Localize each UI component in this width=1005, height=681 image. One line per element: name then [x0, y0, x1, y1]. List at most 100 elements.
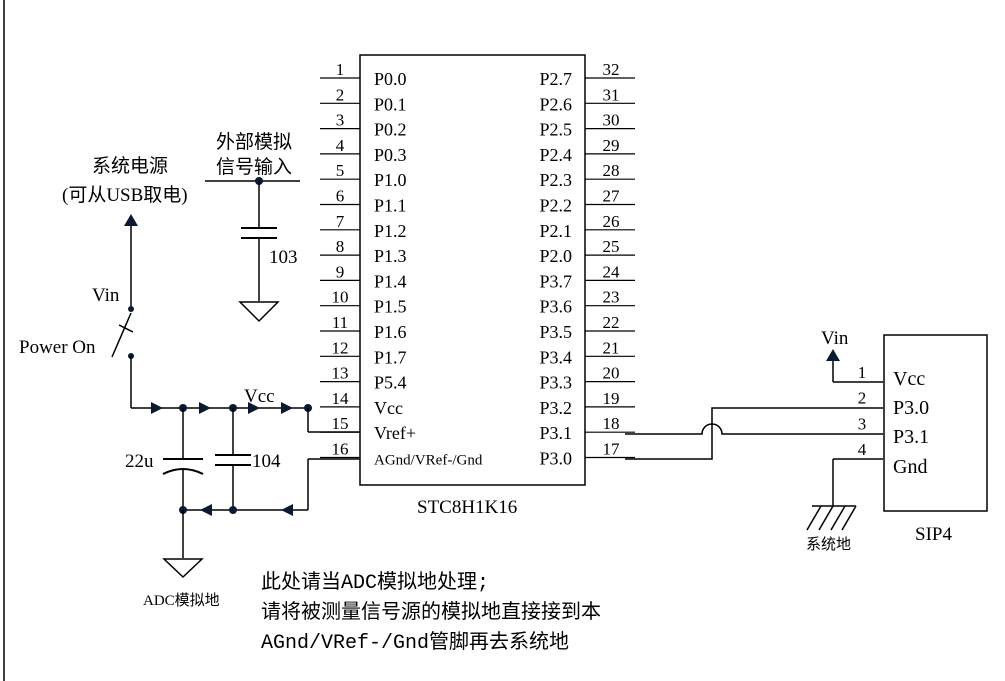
chip-pin-name-right: P2.6	[539, 94, 572, 114]
input-ground-icon	[238, 301, 280, 323]
chip-pin-name-left: AGnd/VRef-/Gnd	[374, 453, 483, 469]
analog-input-note: 信号输入	[216, 156, 292, 178]
chip-pin-name-left: Vcc	[374, 398, 403, 418]
chip-pin-name-left: P1.3	[374, 246, 407, 266]
chip-pin-name-left: P0.2	[374, 120, 407, 140]
chip-pin-number-left: 15	[332, 414, 349, 433]
agnd-arrow-2-icon	[200, 504, 212, 516]
chip-pin-number-right: 21	[603, 338, 620, 357]
chip-pin-number-left: 1	[336, 60, 345, 79]
chip-pin-name-right: P3.0	[539, 449, 572, 469]
note-line-3: AGnd/VRef-/Gnd管脚再去系统地	[261, 630, 569, 655]
power-switch-mark	[118, 324, 134, 333]
p31-route	[625, 423, 883, 435]
connector-pin-number: 2	[858, 389, 867, 408]
chip-pin-name-left: P1.0	[374, 170, 407, 190]
chip-pin-number-left: 6	[336, 187, 345, 206]
connector-pin-name: P3.1	[893, 426, 929, 448]
chip-pin-name-right: P3.3	[539, 373, 572, 393]
chip-pin-name-left: Vref+	[374, 423, 416, 443]
chip-pin-number-left: 13	[332, 364, 349, 383]
chip-pin-name-right: P3.6	[539, 297, 572, 317]
chip-pin-name-right: P3.2	[539, 398, 572, 418]
analog-ground-icon	[162, 558, 204, 579]
connector-pin-name: Gnd	[893, 456, 927, 478]
vin-label: Vin	[92, 285, 120, 306]
connector-pin-number: 1	[858, 363, 867, 382]
cap2-label: 104	[252, 451, 281, 472]
chip-pin-name-right: P2.5	[539, 120, 572, 140]
chip-pin-number-left: 3	[336, 111, 345, 130]
chip-pin-number-left: 9	[336, 262, 345, 281]
chip-pin-number-right: 24	[603, 262, 621, 281]
chip-pin-number-left: 12	[332, 338, 349, 357]
connector-pin-name: Vcc	[893, 368, 925, 390]
chip-pin-number-right: 20	[603, 364, 620, 383]
chip-pin-number-left: 14	[332, 389, 350, 408]
note-line-1: 此处请当ADC模拟地处理;	[261, 570, 489, 595]
chip-pin-number-right: 28	[603, 161, 620, 180]
system-ground-label: 系统地	[806, 536, 851, 553]
connector-vin-arrow-icon	[826, 349, 840, 361]
connector-pin-number: 4	[858, 440, 867, 459]
chip-pin-number-right: 18	[603, 414, 620, 433]
cap1-label: 22u	[125, 451, 154, 472]
vcc-arrow-1-icon	[151, 402, 163, 414]
chip-pin-number-right: 30	[603, 111, 620, 130]
chip-pin-name-left: P1.6	[374, 322, 407, 342]
chip-pin-number-left: 2	[336, 85, 345, 104]
chip-body	[359, 54, 586, 486]
system-ground-icon	[806, 505, 857, 531]
chip-pin-name-right: P2.2	[539, 196, 572, 216]
connector-name: SIP4	[915, 524, 952, 545]
chip-pin-name-right: P3.5	[539, 322, 572, 342]
chip-pin-number-left: 8	[336, 237, 345, 256]
connector-pin-number: 3	[858, 414, 867, 433]
chip-pin-number-right: 25	[603, 237, 620, 256]
chip-pin-number-right: 26	[603, 212, 620, 231]
chip-pin-name-right: P2.0	[539, 246, 572, 266]
chip-pin-name-right: P3.7	[539, 271, 572, 291]
switch-contact-top	[128, 306, 134, 312]
node-cap2-bottom	[229, 506, 237, 514]
chip-pin-name-left: P1.1	[374, 196, 407, 216]
chip-pin-name-left: P0.1	[374, 94, 407, 114]
chip-pin-name-left: P0.0	[374, 69, 407, 89]
chip-pin-number-right: 31	[603, 85, 620, 104]
chip-pin-name-left: P1.4	[374, 271, 407, 291]
p30-route	[625, 407, 883, 460]
chip-pin-name-left: P0.3	[374, 145, 407, 165]
chip-pin-name-right: P2.1	[539, 221, 572, 241]
vcc-label: Vcc	[244, 386, 275, 407]
chip-right-pins: 32P2.731P2.630P2.529P2.428P2.327P2.226P2…	[539, 60, 635, 469]
chip-pin-number-right: 19	[603, 389, 620, 408]
connector-vin-label: Vin	[821, 328, 849, 349]
analog-input-label: 外部模拟	[216, 131, 292, 153]
sip4-connector-body	[883, 334, 988, 512]
analog-ground-label: ADC模拟地	[143, 592, 220, 609]
chip-pin-number-right: 23	[603, 288, 620, 307]
power-switch-blade	[111, 312, 132, 358]
vcc-arrow-4-icon	[281, 402, 293, 414]
cap3-label: 103	[269, 247, 298, 268]
chip-pin-name-left: P5.4	[374, 373, 407, 393]
chip-pin-name-left: P1.2	[374, 221, 407, 241]
chip-pin-number-right: 17	[603, 440, 621, 459]
chip-pin-name-left: P1.7	[374, 347, 407, 367]
chip-pin-number-right: 29	[603, 136, 620, 155]
chip-pin-name-right: P3.1	[539, 423, 572, 443]
agnd-arrow-1-icon	[281, 504, 293, 516]
connector-pin-name: P3.0	[893, 397, 929, 419]
chip-pin-number-right: 32	[603, 60, 620, 79]
chip-pin-number-right: 22	[603, 313, 620, 332]
chip-name: STC8H1K16	[417, 497, 517, 518]
chip-pin-name-right: P3.4	[539, 347, 572, 367]
note-line-2: 请将被测量信号源的模拟地直接接到本	[261, 600, 601, 625]
power-up-arrow-icon	[124, 214, 138, 226]
chip-pin-number-left: 10	[332, 288, 349, 307]
chip-pin-number-left: 16	[332, 440, 349, 459]
chip-pin-number-left: 11	[332, 313, 348, 332]
